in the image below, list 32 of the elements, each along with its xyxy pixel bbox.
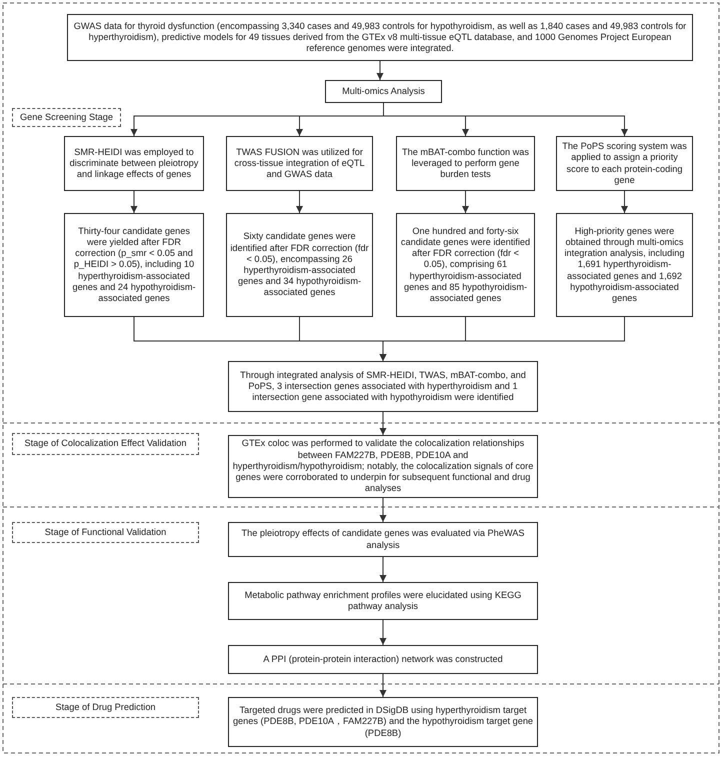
arrow (130, 190, 138, 214)
process-box: Through integrated analysis of SMR-HEIDI, TWAS, mBAT-combo, and PoPS, 3 intersection genes associated with hyperthyroidism and 1 intersection gene associated with hypothyroidism were identified (228, 361, 538, 412)
process-box: Thirty-four candidate genes were yielded after FDR correction (p_smr < 0.05 and p_HEIDI > 0.05), including 10 hyperthyroidism-associated genes and 24 hypothyroidism-associated genes (64, 213, 204, 317)
arrow (380, 620, 386, 646)
arrow (296, 190, 303, 214)
arrow (380, 316, 625, 362)
process-box: GWAS data for thyroid dysfunction (encompassing 3,340 cases and 49,983 controls for hypothyroidism, as well as 1,840 cases and 49,983 controls for hyperthyroidism), predictive models for 49 tissues derived from the GTEx v8 multi-tissue eQTL database, and 1000 Genomes Project European reference genomes were integrated. (67, 14, 693, 61)
stage-label: Gene Screening Stage (12, 108, 121, 127)
process-box: GTEx coloc was performed to validate the colocalization relationships between FAM227B, PDE8B, PDE10A and hyperthyroidism/hypothyroidism; notably, the colocalization signals of core genes were corroborated to underpin for subsequent functional and drug analyses (228, 435, 538, 498)
arrow (380, 498, 386, 522)
process-box: The pleiotropy effects of candidate genes was evaluated via PheWAS analysis (228, 522, 538, 557)
arrow (380, 412, 386, 436)
process-box: Metabolic pathway enrichment profiles were elucidated using KEGG pathway analysis (228, 582, 538, 620)
arrow (380, 674, 386, 698)
process-box: The mBAT-combo function was leveraged to perform gene burden tests (396, 136, 535, 191)
arrow (376, 60, 384, 80)
process-box: The PoPS scoring system was applied to assign a priority score to each protein-coding gene (556, 136, 693, 191)
stage-label: Stage of Functional Validation (12, 522, 199, 543)
process-box: Multi-omics Analysis (325, 80, 442, 103)
stage-label: Stage of Colocalization Effect Validation (12, 433, 199, 455)
process-box: TWAS FUSION was utilized for cross-tissue integration of eQTL and GWAS data (226, 136, 373, 191)
arrow (621, 190, 628, 214)
arrow (380, 556, 386, 582)
process-box: High-priority genes were obtained through multi-omics integration analysis, including 1,691 hyperthyroidism-associated genes and 1,692 hypothyroidism-associated genes (556, 213, 693, 317)
process-box: Targeted drugs were predicted in DSigDB using hyperthyroidism target genes (PDE8B, PDE10A，FAM227B) and the hypothyroidism target gene (PDE8B) (228, 697, 538, 747)
arrow (462, 190, 469, 214)
process-box: A PPI (protein-protein interaction) network was constructed (228, 645, 538, 674)
process-box: One hundred and forty-six candidate genes were identified after FDR correction (fdr < 0.05), comprising 61 hyperthyroidism-associated genes and 85 hypothyroidism-associated genes (396, 213, 535, 317)
process-box: Sixty candidate genes were identified after FDR correction (fdr < 0.05), encompassing 26 hyperthyroidism-associated genes and 34 hypothyroidism-associated genes (226, 213, 373, 317)
process-box: SMR-HEIDI was employed to discriminate between pleiotropy and linkage effects of genes (64, 136, 204, 191)
stage-label: Stage of Drug Prediction (12, 697, 199, 718)
arrow (383, 102, 628, 136)
